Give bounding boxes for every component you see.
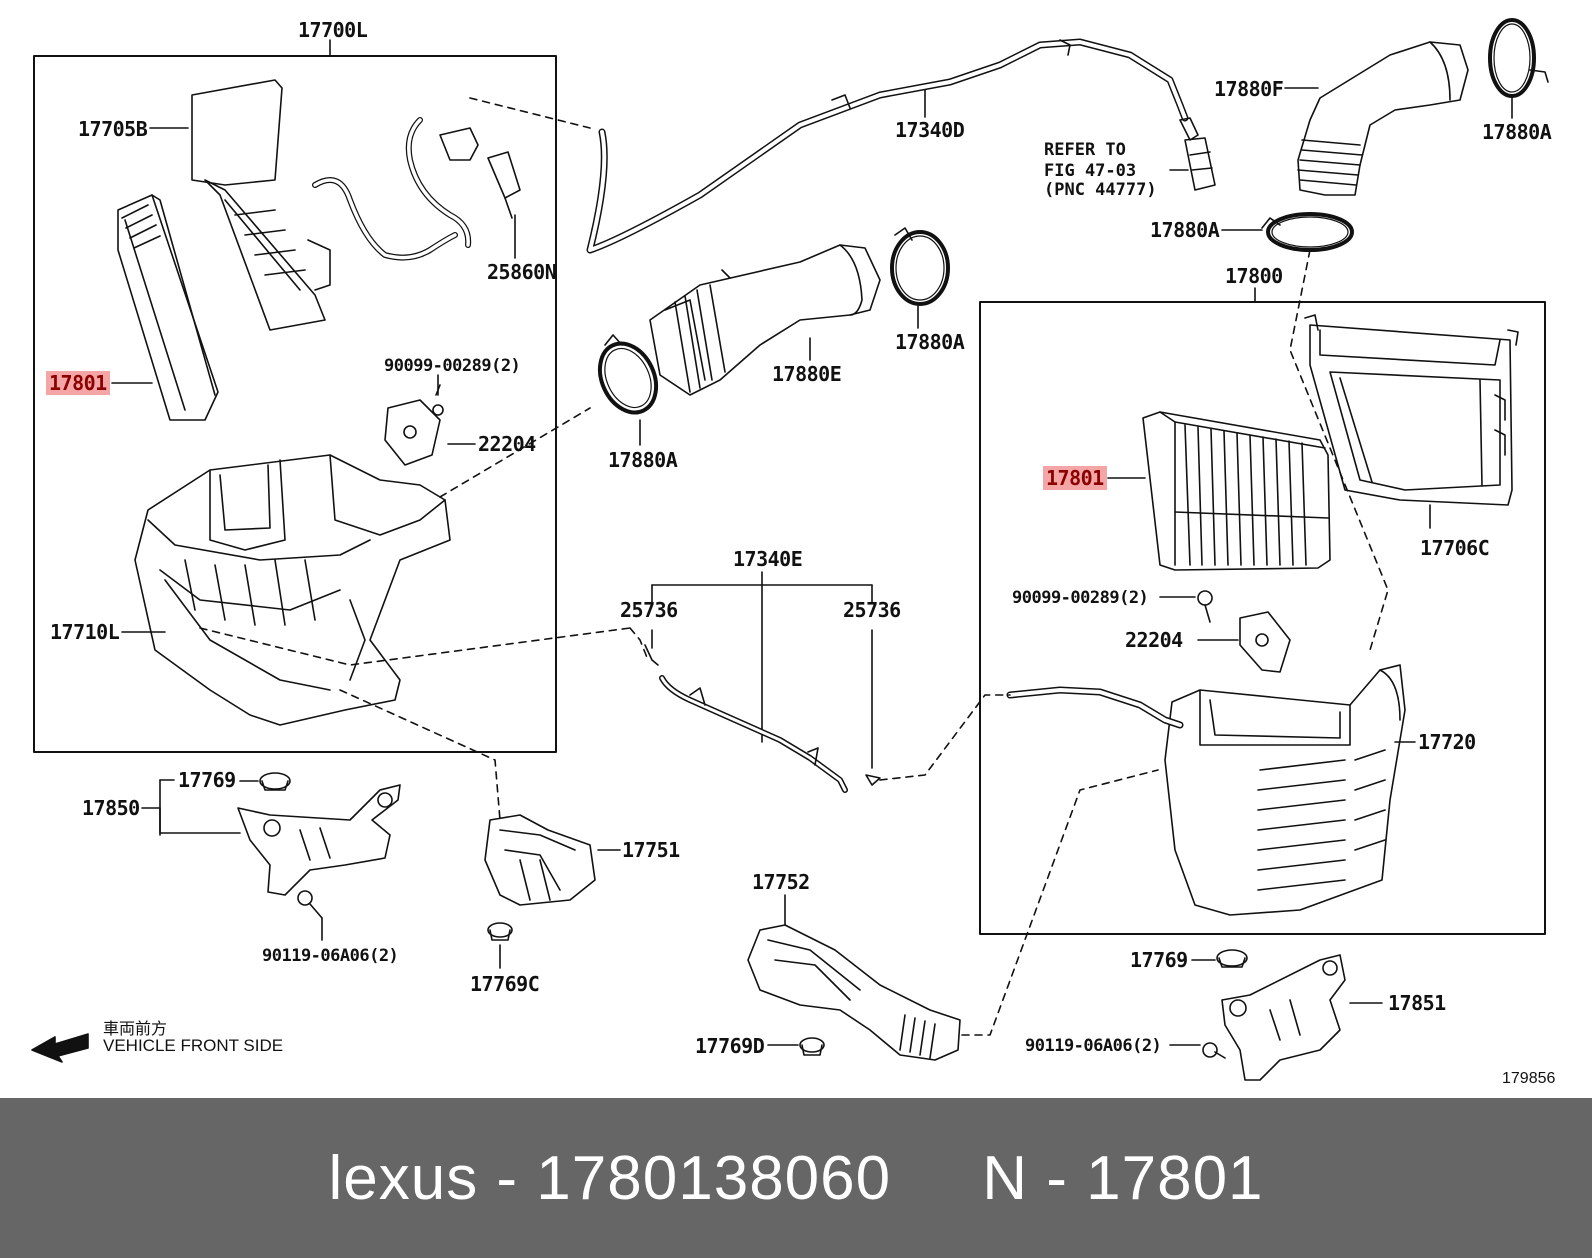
- label-22204-left: 22204: [478, 432, 536, 456]
- part-17801-left-drawing: [117, 194, 219, 421]
- grommet-17769-right-drawing: [1216, 949, 1248, 968]
- part-17706C-drawing: [1304, 314, 1519, 506]
- label-17706C: 17706C: [1420, 536, 1490, 560]
- part-17801-right-drawing: [1142, 411, 1331, 571]
- hose-right-drawing: [1006, 686, 1184, 729]
- label-90099-left: 90099-00289(2): [384, 356, 521, 376]
- label-17850: 17850: [82, 796, 140, 820]
- refer-line-2: FIG 47-03: [1044, 161, 1137, 181]
- footer-caption: lexus - 1780138060 N - 17801: [0, 1098, 1592, 1258]
- part-17720-drawing: [1164, 664, 1406, 916]
- label-90119-left: 90119-06A06(2): [262, 946, 399, 966]
- label-17751: 17751: [622, 838, 680, 862]
- label-17880F: 17880F: [1214, 77, 1284, 101]
- parts-diagram: 17700L 17705B 17801 25860N 90099-00289(2…: [31, 18, 1556, 1087]
- part-17751-drawing: [484, 814, 596, 906]
- label-17700L: 17700L: [298, 18, 368, 42]
- label-17720: 17720: [1418, 730, 1476, 754]
- label-17880A-mid: 17880A: [1150, 218, 1220, 242]
- label-17801-right[interactable]: 17801: [1043, 466, 1107, 490]
- label-17851: 17851: [1388, 991, 1446, 1015]
- clamp-17880A-left-drawing: [597, 334, 659, 415]
- part-17705B-drawing: [191, 79, 331, 331]
- label-17769-left: 17769: [178, 768, 236, 792]
- diagram-drawing: [31, 18, 1549, 1081]
- label-25736-right: 25736: [843, 598, 901, 622]
- footer-text: lexus - 1780138060 N - 17801: [328, 1143, 1264, 1213]
- clamp-17880A-topright-drawing: [1488, 18, 1549, 98]
- label-17800: 17800: [1225, 264, 1283, 288]
- grommet-17769C-drawing: [487, 922, 513, 941]
- label-17710L: 17710L: [50, 620, 120, 644]
- clamp-17880A-mid-drawing: [1261, 212, 1354, 252]
- label-17769D: 17769D: [695, 1034, 765, 1058]
- label-25860N: 25860N: [487, 260, 557, 284]
- front-arrow-icon: [31, 1033, 89, 1063]
- connector-44777-drawing: [1179, 117, 1216, 191]
- label-17705B: 17705B: [78, 117, 148, 141]
- vehicle-front-label-cn: 車両前方: [103, 1019, 168, 1038]
- label-90119-right: 90119-06A06(2): [1025, 1036, 1162, 1056]
- grommet-17769D-drawing: [799, 1037, 825, 1056]
- label-17769C: 17769C: [470, 972, 540, 996]
- clamp-17880A-upper-drawing: [890, 227, 950, 306]
- group-box-17800: [979, 301, 1546, 935]
- part-22204-right-drawing: [1239, 611, 1291, 673]
- bolt-90099-right-drawing: [1197, 590, 1213, 623]
- label-22204-right: 22204: [1125, 628, 1183, 652]
- group-box-17700L: [33, 55, 557, 753]
- label-17801-left[interactable]: 17801: [46, 371, 110, 395]
- part-17850-drawing: [237, 784, 401, 896]
- label-17880A-upper: 17880A: [895, 330, 965, 354]
- label-17880E: 17880E: [772, 362, 842, 386]
- diagram-id: 179856: [1502, 1070, 1556, 1087]
- part-17752-drawing: [747, 924, 961, 1061]
- part-17340E-drawing: [644, 644, 881, 793]
- label-25736-left: 25736: [620, 598, 678, 622]
- label-17340D: 17340D: [895, 118, 965, 142]
- highlight-17801-right: 17801: [1043, 466, 1107, 490]
- part-17851-drawing: [1221, 954, 1346, 1081]
- label-17752: 17752: [752, 870, 810, 894]
- bolt-90119-left-drawing: [297, 890, 323, 919]
- label-17880A-topright: 17880A: [1482, 120, 1552, 144]
- part-17850-bracket-lines: [141, 779, 241, 836]
- part-17880F-drawing: [1297, 41, 1469, 196]
- refer-line-3: (PNC 44777): [1044, 180, 1157, 200]
- part-25860N-drawing: [439, 127, 521, 219]
- part-17710L-drawing: [134, 454, 451, 726]
- part-17880E-drawing: [649, 244, 881, 396]
- grommet-17769-left-drawing: [259, 772, 291, 791]
- refer-line-1: REFER TO: [1044, 140, 1126, 160]
- part-info-footer: lexus - 1780138060 N - 17801: [0, 1098, 1592, 1258]
- label-90099-right: 90099-00289(2): [1012, 588, 1149, 608]
- label-17340E: 17340E: [733, 547, 803, 571]
- label-17769-right: 17769: [1130, 948, 1188, 972]
- part-22204-left-drawing: [384, 384, 444, 466]
- vehicle-front-label-en: VEHICLE FRONT SIDE: [103, 1036, 284, 1055]
- part-17340E-bracket-lines: [651, 571, 873, 769]
- bolt-90119-right-drawing: [1202, 1042, 1226, 1059]
- label-17880A-left: 17880A: [608, 448, 678, 472]
- highlight-17801-left: 17801: [46, 371, 110, 395]
